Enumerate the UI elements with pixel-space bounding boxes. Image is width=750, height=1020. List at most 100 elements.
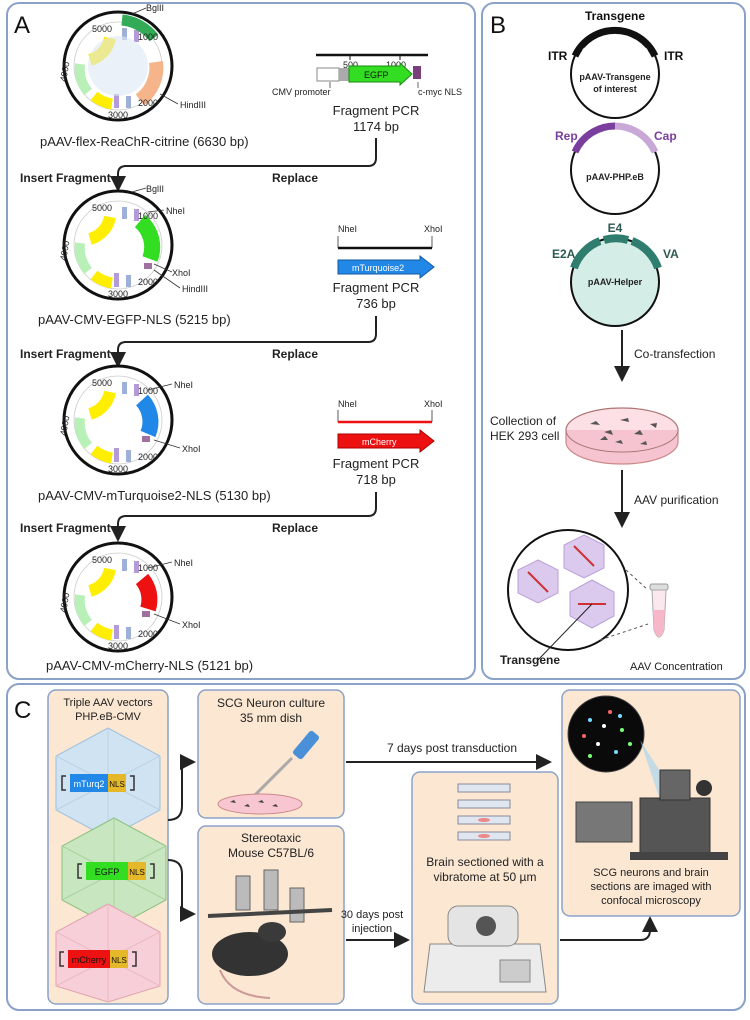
svg-text:EGFP: EGFP — [95, 867, 120, 877]
svg-text:Stereotaxic: Stereotaxic — [241, 831, 301, 845]
svg-text:4000: 4000 — [58, 61, 71, 82]
svg-text:5000: 5000 — [92, 378, 112, 388]
svg-text:1000: 1000 — [386, 60, 406, 70]
vector-mcherry: mCherry NLS — [55, 903, 161, 1003]
vibratome-icon — [423, 905, 547, 993]
mouse-stereotaxic-icon — [207, 869, 333, 999]
plasmid-mcherry-nls: 5000 1000 2000 3000 4000 NheI XhoI — [58, 543, 201, 651]
svg-text:500: 500 — [343, 60, 358, 70]
svg-text:NheI: NheI — [338, 399, 357, 409]
petri-dish-icon — [565, 407, 679, 465]
svg-text:2000: 2000 — [138, 452, 158, 462]
transgene-pointer — [537, 603, 593, 661]
svg-text:pAAV-PHP.eB: pAAV-PHP.eB — [586, 172, 644, 182]
svg-text:NheI: NheI — [338, 224, 357, 234]
svg-text:ITR: ITR — [548, 49, 568, 63]
svg-text:3000: 3000 — [108, 289, 128, 299]
fragment-1: 500 1000 EGFP CMV promoter c-myc NLS Fra… — [272, 53, 462, 134]
svg-text:3000: 3000 — [108, 110, 128, 120]
nls-label: c-myc NLS — [418, 87, 462, 97]
replace-label: Replace — [272, 347, 318, 361]
svg-text:30 days post: 30 days post — [341, 909, 403, 921]
svg-text:SCG neurons and brain: SCG neurons and brain — [593, 867, 709, 879]
svg-text:confocal microscopy: confocal microscopy — [601, 895, 701, 907]
svg-text:HindIII: HindIII — [182, 284, 208, 294]
panel-a-letter: A — [14, 12, 30, 39]
fragment-title: Fragment PCR — [333, 103, 420, 118]
slides-icon — [457, 783, 511, 841]
aav-zoom-circle — [507, 529, 649, 651]
insert-label: Insert Fragment — [20, 347, 111, 361]
plasmid-helper: E4 E2A VA pAAV-Helper — [552, 221, 679, 327]
svg-text:Triple AAV vectors: Triple AAV vectors — [63, 697, 153, 709]
svg-text:mCherry: mCherry — [72, 955, 107, 965]
svg-text:4000: 4000 — [58, 415, 71, 436]
svg-text:Fragment PCR: Fragment PCR — [333, 280, 420, 295]
pipette-icon — [217, 730, 320, 815]
panel-b-letter: B — [490, 12, 506, 39]
culture-box — [197, 689, 345, 819]
confocal-microscope-icon — [575, 769, 728, 860]
svg-text:NheI: NheI — [166, 206, 185, 216]
svg-text:injection: injection — [352, 923, 392, 935]
svg-text:XhoI: XhoI — [424, 399, 443, 409]
cotransfection-label: Co-transfection — [634, 347, 715, 361]
svg-text:2000: 2000 — [138, 277, 158, 287]
svg-text:NLS: NLS — [129, 868, 145, 877]
svg-text:1000: 1000 — [138, 211, 158, 221]
svg-text:Transgene: Transgene — [500, 653, 560, 667]
svg-text:E2A: E2A — [552, 247, 576, 261]
fragment-3: NheI XhoI mCherry Fragment PCR 718 bp — [333, 399, 443, 487]
plasmid-reachr-citrine: 5000 1000 2000 3000 4000 BglII HindIII — [58, 3, 206, 120]
svg-text:ITR: ITR — [664, 49, 684, 63]
svg-text:3000: 3000 — [108, 464, 128, 474]
mturquoise-label: mTurquoise2 — [352, 263, 404, 273]
replace-arrow — [110, 138, 377, 192]
svg-text:XhoI: XhoI — [424, 224, 443, 234]
fragment-2: NheI XhoI mTurquoise2 Fragment PCR 736 b… — [333, 224, 443, 311]
svg-text:718 bp: 718 bp — [356, 472, 396, 487]
replace-arrow — [110, 316, 377, 368]
svg-text:XhoI: XhoI — [182, 620, 201, 630]
plasmid-2-name: pAAV-CMV-EGFP-NLS (5215 bp) — [38, 312, 231, 327]
svg-text:XhoI: XhoI — [182, 444, 201, 454]
insert-label: Insert Fragment — [20, 171, 111, 185]
plasmid-php-eb: Rep Cap pAAV-PHP.eB — [555, 122, 677, 215]
svg-text:VA: VA — [663, 247, 679, 261]
plasmid-transgene: Transgene ITR ITR pAAV-Transgene of inte… — [548, 9, 684, 119]
insert-label: Insert Fragment — [20, 521, 111, 535]
plasmid-3-name: pAAV-CMV-mTurquoise2-NLS (5130 bp) — [38, 488, 271, 503]
svg-text:4000: 4000 — [58, 240, 71, 261]
svg-text:Mouse C57BL/6: Mouse C57BL/6 — [228, 846, 314, 860]
svg-text:pAAV-Helper: pAAV-Helper — [588, 277, 643, 287]
site-label: HindIII — [180, 100, 206, 110]
svg-text:Fragment PCR: Fragment PCR — [333, 456, 420, 471]
svg-text:BglII: BglII — [146, 184, 164, 194]
cmv-label: CMV promoter — [272, 87, 331, 97]
svg-text:Collection of: Collection of — [490, 414, 557, 428]
branch-arrow — [167, 754, 196, 821]
svg-text:5000: 5000 — [92, 555, 112, 565]
svg-text:pAAV-Transgene: pAAV-Transgene — [579, 72, 650, 82]
svg-text:35 mm dish: 35 mm dish — [240, 711, 302, 725]
svg-text:XhoI: XhoI — [172, 268, 191, 278]
to-imaging-arrow — [560, 916, 658, 941]
svg-text:AAV Concentration: AAV Concentration — [630, 661, 723, 673]
svg-text:mTurq2: mTurq2 — [74, 779, 105, 789]
tube-icon — [649, 583, 669, 638]
svg-text:E4: E4 — [608, 221, 623, 235]
replace-label: Replace — [272, 171, 318, 185]
svg-text:2000: 2000 — [138, 98, 158, 108]
svg-text:Cap: Cap — [654, 129, 677, 143]
mcherry-label: mCherry — [362, 437, 397, 447]
svg-text:2000: 2000 — [138, 629, 158, 639]
plasmid-egfp-nls: 5000 1000 2000 3000 4000 BglII NheI XhoI… — [58, 184, 208, 299]
panel-c-letter: C — [14, 697, 31, 724]
svg-text:736 bp: 736 bp — [356, 296, 396, 311]
svg-text:Transgene: Transgene — [585, 9, 645, 23]
svg-text:5000: 5000 — [92, 24, 112, 34]
svg-text:5000: 5000 — [92, 203, 112, 213]
svg-text:1000: 1000 — [138, 32, 158, 42]
plasmid-4-name: pAAV-CMV-mCherry-NLS (5121 bp) — [46, 658, 253, 673]
